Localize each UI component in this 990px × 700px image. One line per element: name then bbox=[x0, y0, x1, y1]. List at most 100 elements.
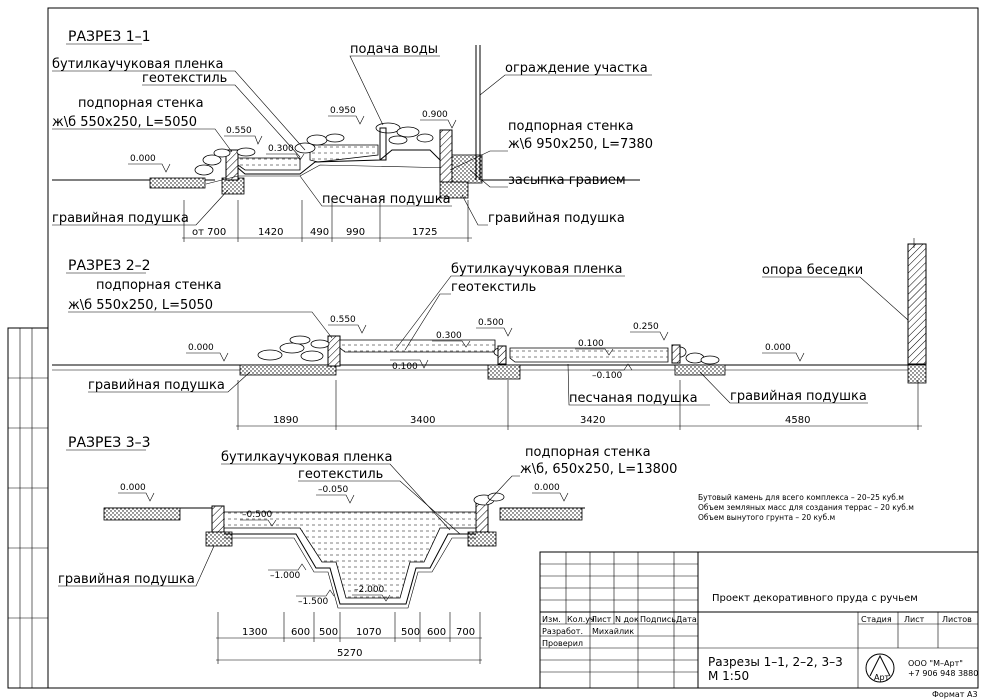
tb-h-podp: Подпись bbox=[640, 615, 676, 624]
tb-developer: Михайлик bbox=[592, 627, 634, 636]
s3-elev-6: –1.500 bbox=[298, 597, 329, 607]
tb-h-list: Лист bbox=[591, 615, 612, 624]
tb-sheet: Лист bbox=[904, 615, 925, 624]
s2-elev-1: 0.000 bbox=[188, 343, 214, 353]
note-3: Объем вынутого грунта – 20 куб.м bbox=[698, 513, 835, 522]
s2-elev-6: 0.250 bbox=[633, 322, 659, 332]
s3-elev-3: 0.000 bbox=[534, 483, 560, 493]
volume-notes: Бутовый камень для всего комплекса – 20–… bbox=[698, 493, 914, 522]
s1-elev-5: 0.900 bbox=[422, 110, 448, 120]
s2-dim-4: 4580 bbox=[785, 415, 810, 426]
s2-wall-spec: ж\б 550х250, L=5050 bbox=[68, 298, 213, 313]
section-1-1-title: РАЗРЕЗ 1–1 bbox=[68, 29, 151, 45]
tb-h-izm: Изм. bbox=[542, 615, 561, 624]
s2-elev-9: 0.000 bbox=[765, 343, 791, 353]
s3-elev-2: –0.050 bbox=[318, 485, 349, 495]
s1-dim-2: 1420 bbox=[258, 227, 283, 238]
tb-h-ndok: N док bbox=[615, 615, 639, 624]
s1-dimensions: от 700 1420 490 990 1725 bbox=[182, 200, 472, 242]
tb-stage: Стадия bbox=[861, 615, 892, 624]
section-3-3: РАЗРЕЗ 3–3 0.000 –0.050 0.000 –0.500 –1. bbox=[58, 435, 677, 664]
section-2-2: РАЗРЕЗ 2–2 0.000 0.550 bbox=[52, 238, 927, 430]
s1-dim-3: 490 bbox=[310, 227, 329, 238]
tb-scale: М 1:50 bbox=[708, 669, 749, 683]
s3-dim-1: 1300 bbox=[242, 627, 267, 638]
s2-elev-3: 0.300 bbox=[436, 331, 462, 341]
s1-elev-4: 0.950 bbox=[330, 106, 356, 116]
s3-dim-3: 500 bbox=[319, 627, 338, 638]
s3-dim-total: 5270 bbox=[337, 648, 362, 659]
s1-gravel-right-label: гравийная подушка bbox=[488, 211, 625, 226]
s1-dim-5: 1725 bbox=[412, 227, 437, 238]
s3-elev-5: –1.000 bbox=[270, 571, 301, 581]
s3-gravel-label: гравийная подушка bbox=[58, 572, 195, 587]
s3-dim-4: 1070 bbox=[356, 627, 381, 638]
s1-elev-1: 0.000 bbox=[130, 154, 156, 164]
s3-dim-5: 500 bbox=[401, 627, 420, 638]
title-block: Проект декоративного пруда с ручьем Изм.… bbox=[539, 551, 979, 689]
tb-phone: +7 906 948 3880 bbox=[908, 669, 978, 678]
s1-elev-2: 0.550 bbox=[226, 126, 252, 136]
s3-geotextile-label: геотекстиль bbox=[298, 467, 383, 482]
s1-gravel-fill-label: засыпка гравием bbox=[508, 173, 626, 188]
company-logo: Арт bbox=[865, 653, 895, 683]
s2-wall-label: подпорная стенка bbox=[96, 278, 222, 293]
s2-gravel-right-label: гравийная подушка bbox=[730, 389, 867, 404]
s1-geotextile-label: геотекстиль bbox=[142, 71, 227, 86]
s3-elev-7: –2.000 bbox=[354, 585, 385, 595]
s1-wall-right-spec: ж\б 950х250, L=7380 bbox=[508, 137, 653, 152]
s2-dim-2: 3400 bbox=[410, 415, 435, 426]
s3-wall-spec: ж\б, 650х250, L=13800 bbox=[520, 462, 677, 477]
tb-h-kol: Кол.уч bbox=[567, 615, 595, 624]
s1-elev-3: 0.300 bbox=[268, 144, 294, 154]
sheet-format: Формат А3 bbox=[932, 690, 978, 699]
s3-dim-6: 600 bbox=[427, 627, 446, 638]
s3-dim-7: 700 bbox=[456, 627, 475, 638]
s2-elevations: 0.000 0.550 0.300 0.500 0.100 0.250 0.10… bbox=[186, 315, 805, 381]
s3-film-label: бутилкаучуковая пленка bbox=[221, 450, 392, 465]
s1-dim-4: 990 bbox=[346, 227, 365, 238]
s1-sand-label: песчаная подушка bbox=[322, 192, 451, 207]
s3-dim-2: 600 bbox=[291, 627, 310, 638]
tb-company: ООО "М–Арт" bbox=[908, 659, 963, 668]
s1-elevations: 0.000 0.550 0.300 0.950 0.900 bbox=[128, 106, 457, 173]
tb-sheets: Листов bbox=[942, 615, 972, 624]
s2-elev-8: –0.100 bbox=[592, 371, 623, 381]
tb-checked-label: Проверил bbox=[542, 639, 583, 648]
s3-dimensions: 1300 600 500 1070 500 600 700 5270 bbox=[216, 612, 482, 664]
section-2-2-title: РАЗРЕЗ 2–2 bbox=[68, 258, 151, 274]
svg-text:Арт: Арт bbox=[874, 673, 890, 682]
s1-film-label: бутилкаучуковая пленка bbox=[52, 57, 223, 72]
s2-gravel-left-label: гравийная подушка bbox=[88, 378, 225, 393]
s2-elev-5: 0.100 bbox=[392, 362, 418, 372]
s1-dim-1: от 700 bbox=[192, 227, 226, 238]
s3-elev-4: –0.500 bbox=[242, 510, 273, 520]
s1-fence-label: ограждение участка bbox=[505, 61, 648, 76]
s1-water-supply-label: подача воды bbox=[350, 42, 438, 57]
tb-project: Проект декоративного пруда с ручьем bbox=[712, 593, 918, 604]
s3-elevations: 0.000 –0.050 0.000 –0.500 –1.000 –1.500 … bbox=[118, 483, 569, 607]
s1-wall-left-spec: ж\б 550х250, L=5050 bbox=[52, 115, 197, 130]
s1-gravel-left-label: гравийная подушка bbox=[52, 211, 189, 226]
section-3-3-title: РАЗРЕЗ 3–3 bbox=[68, 435, 151, 451]
s1-wall-right-label: подпорная стенка bbox=[508, 119, 634, 134]
sheet-frame bbox=[7, 7, 979, 689]
note-2: Объем земляных масс для создания террас … bbox=[698, 503, 914, 512]
tb-developed-label: Разработ. bbox=[542, 627, 583, 636]
s2-elev-2: 0.550 bbox=[330, 315, 356, 325]
s3-wall-label: подпорная стенка bbox=[525, 445, 651, 460]
s2-geotextile-label: геотекстиль bbox=[451, 280, 536, 295]
tb-h-data: Дата bbox=[676, 615, 697, 624]
s3-elev-1: 0.000 bbox=[120, 483, 146, 493]
s2-dimensions: 1890 3400 3420 4580 bbox=[236, 380, 922, 430]
s1-wall-left-label: подпорная стенка bbox=[78, 96, 204, 111]
s2-film-label: бутилкаучуковая пленка bbox=[451, 262, 622, 277]
s2-pergola-label: опора беседки bbox=[762, 263, 863, 278]
tb-drawing-title: Разрезы 1–1, 2–2, 3–3 bbox=[708, 655, 843, 669]
s2-dim-3: 3420 bbox=[580, 415, 605, 426]
s2-sand-label: песчаная подушка bbox=[569, 391, 698, 406]
s2-elev-7: 0.100 bbox=[578, 339, 604, 349]
s2-elev-4: 0.500 bbox=[478, 318, 504, 328]
